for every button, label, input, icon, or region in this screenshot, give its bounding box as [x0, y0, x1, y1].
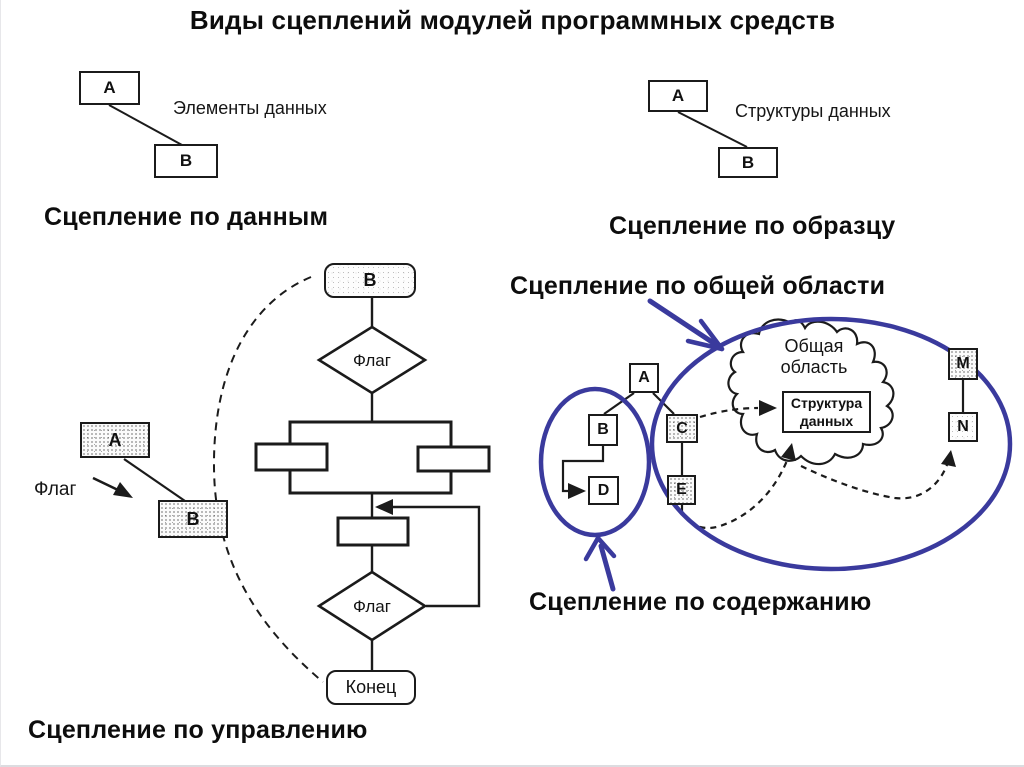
module-letter: B: [741, 152, 755, 172]
page-title: Виды сцеплений модулей программных средс…: [189, 5, 836, 35]
control-coupling-module-b: B: [158, 500, 228, 538]
stamp-coupling-connector-line: [677, 111, 748, 148]
module-letter: B: [186, 508, 200, 529]
stamp-coupling-module-a: A: [648, 80, 708, 112]
module-letter: M: [956, 355, 970, 372]
common-module-b: B: [588, 414, 618, 446]
cloud-to-n-dashed: [800, 461, 950, 500]
control-coupling-call-line: [123, 458, 186, 502]
data-structure-label-line1: Структура: [790, 395, 863, 411]
n-access-arrowhead-icon: [941, 450, 956, 467]
data-structure-label: Структура данных: [791, 394, 862, 430]
data-coupling-module-b: B: [154, 144, 218, 178]
common-module-a: A: [629, 363, 659, 393]
content-coupling-caption: Сцепление по содержанию: [529, 588, 872, 616]
common-module-m: M: [948, 348, 978, 380]
data-coupling-module-a: A: [79, 71, 140, 105]
module-letter: A: [103, 78, 116, 97]
e-access-arrowhead-icon: [781, 443, 796, 461]
module-letter: N: [957, 418, 969, 435]
data-structure-box: Структура данных: [782, 391, 871, 433]
flowchart-end-block: Конец: [326, 670, 416, 705]
module-letter: B: [363, 270, 377, 290]
data-coupling-connection-label: Элементы данных: [173, 98, 327, 118]
flowchart-left-block: [254, 442, 329, 472]
flowchart-connectors: [370, 298, 481, 670]
common-coupling-ellipse: [649, 316, 1013, 572]
common-module-d: D: [588, 476, 619, 505]
stamp-coupling-connection-label: Структуры данных: [735, 101, 891, 121]
module-letter: A: [108, 429, 122, 450]
decision-1-label: Флаг: [353, 351, 391, 370]
flag-label: Флаг: [34, 479, 77, 500]
flowchart-process-block: [336, 516, 410, 547]
decision-diamond-1: [316, 325, 428, 395]
feedback-arrowhead-icon: [375, 499, 393, 515]
decision-2-label: Флаг: [353, 597, 391, 616]
flowchart-feedback-loop: [393, 505, 481, 608]
control-coupling-module-a: A: [80, 422, 150, 458]
common-area-label-line1: Общая: [784, 336, 844, 356]
stamp-coupling-caption: Сцепление по образцу: [609, 212, 896, 240]
e-to-struct-dashed: [681, 457, 790, 530]
decision-diamond-2: [316, 570, 428, 642]
control-coupling-caption: Сцепление по управлению: [28, 716, 368, 744]
common-module-c: C: [666, 414, 698, 443]
control-flag-dashed-curve: [212, 276, 324, 683]
module-letter: B: [179, 151, 193, 170]
data-coupling-connector-line: [108, 104, 183, 146]
content-coupling-pointer-arrow: [583, 535, 617, 592]
c-access-arrowhead-icon: [759, 400, 777, 416]
module-letter: A: [638, 369, 650, 386]
flowchart-entry-block: B: [324, 263, 416, 298]
content-coupling-ellipse: [538, 386, 652, 538]
common-coupling-heading: Сцепление по общей области: [510, 272, 886, 300]
common-area-access-curves: [681, 406, 950, 530]
module-letter: E: [676, 481, 687, 498]
module-letter: C: [676, 419, 688, 437]
stamp-coupling-module-b: B: [718, 147, 778, 178]
common-area-label-line2: область: [780, 357, 848, 377]
c-to-struct-dashed: [699, 406, 759, 419]
flag-pointer-line: [92, 476, 119, 492]
flag-pointer-arrowhead-icon: [113, 482, 133, 498]
common-module-n: N: [948, 412, 978, 442]
common-module-e: E: [667, 475, 696, 505]
module-tree-connectors: [561, 380, 965, 514]
data-structure-label-line2: данных: [799, 413, 854, 429]
b-to-d-arrowhead-icon: [568, 483, 586, 499]
common-area-label: Общая область: [753, 336, 875, 378]
module-letter: B: [597, 421, 609, 438]
module-letter: A: [671, 86, 685, 105]
common-coupling-pointer-arrow: [647, 298, 725, 352]
data-coupling-caption: Сцепление по данным: [44, 203, 329, 231]
module-letter: D: [597, 481, 610, 499]
flowchart-right-block: [416, 445, 491, 473]
